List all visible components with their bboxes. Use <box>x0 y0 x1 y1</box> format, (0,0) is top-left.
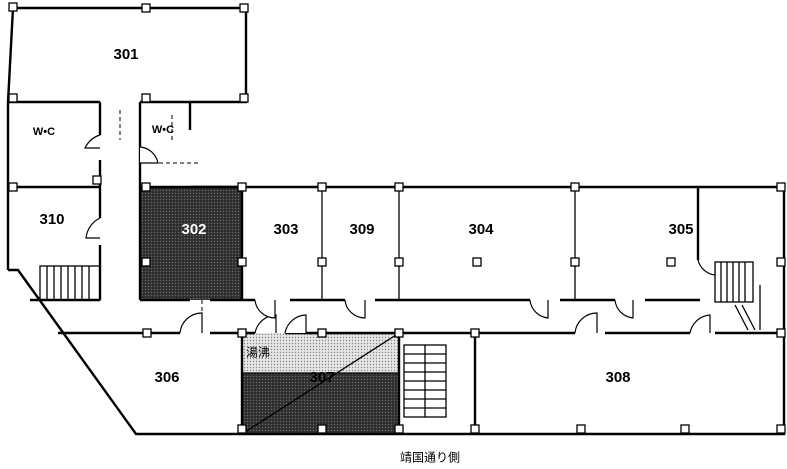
outer-walls <box>6 6 786 436</box>
stairs-center <box>403 344 447 418</box>
room-label-302: 302 <box>181 221 206 238</box>
room-label-kitchenette: 湯沸 <box>246 346 270 360</box>
room-label-wc-right: W•C <box>152 124 174 136</box>
room-label-310: 310 <box>39 211 64 228</box>
room-302-shading <box>140 187 242 300</box>
room-307-light-shading <box>242 333 399 373</box>
room-label-303: 303 <box>273 221 298 238</box>
doors <box>84 110 716 334</box>
stairs-right <box>714 261 761 331</box>
street-label: 靖国通り側 <box>400 451 460 465</box>
room-label-306: 306 <box>154 369 179 386</box>
stairs-left <box>39 265 101 301</box>
room-label-304: 304 <box>468 221 494 238</box>
room-label-wc-left: W•C <box>33 126 55 138</box>
room-label-309: 309 <box>349 221 374 238</box>
room-label-305: 305 <box>668 221 693 238</box>
room-label-301: 301 <box>113 46 138 63</box>
room-label-307: 307 <box>309 369 334 386</box>
room-label-308: 308 <box>605 369 630 386</box>
columns <box>8 2 786 434</box>
